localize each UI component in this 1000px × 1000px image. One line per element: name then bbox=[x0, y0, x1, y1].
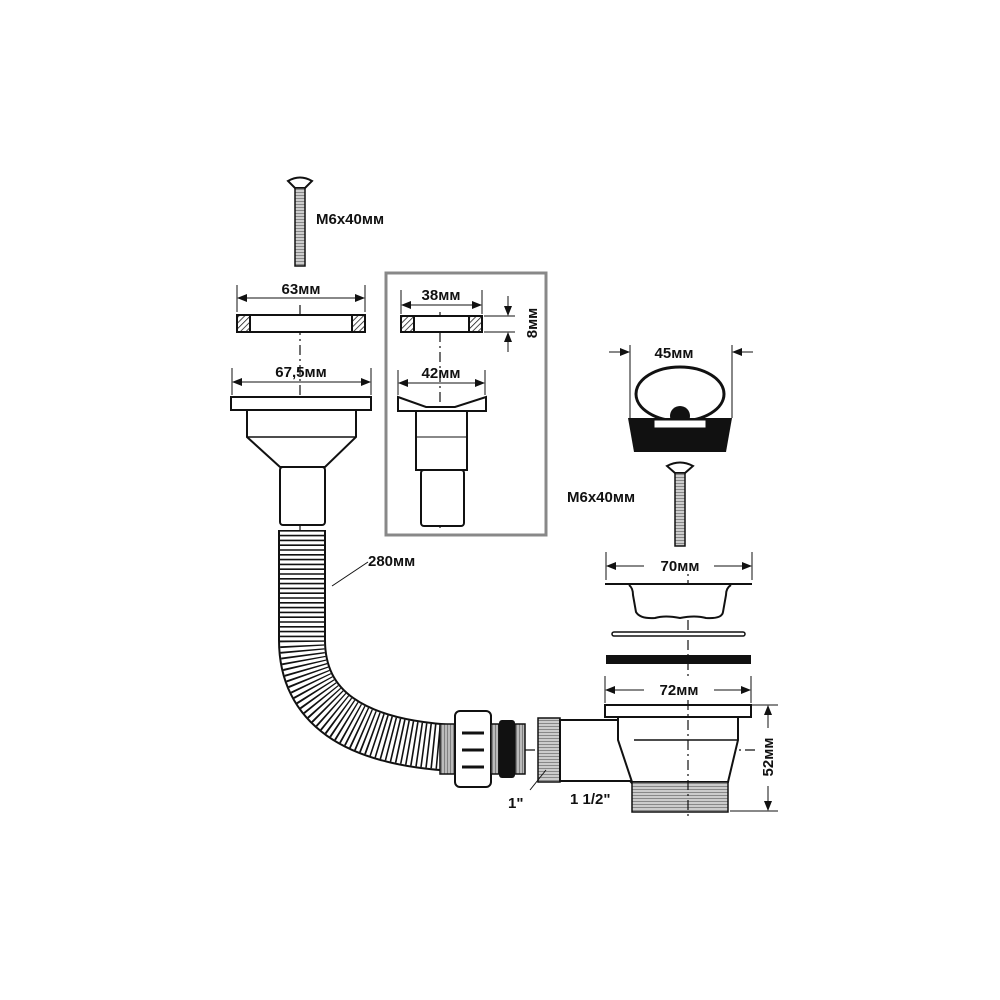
left-flange-label: 67,5мм bbox=[275, 364, 326, 381]
thread-large-label: 1 1/2" bbox=[570, 791, 610, 808]
inset-flange-dimension bbox=[397, 370, 486, 395]
left-screw-label: M6x40мм bbox=[316, 211, 384, 228]
rubber-gasket bbox=[606, 655, 751, 664]
drain-flange-label: 72мм bbox=[660, 682, 699, 699]
plug-dimension bbox=[609, 345, 753, 418]
inset-washer-label: 38мм bbox=[422, 287, 461, 304]
inset-strainer-body bbox=[397, 395, 487, 527]
inset-thickness-label: 8мм bbox=[524, 308, 541, 339]
right-screw bbox=[665, 461, 695, 547]
left-washer-dimension bbox=[236, 285, 366, 312]
plug-label: 45мм bbox=[655, 345, 694, 362]
drain-height-label: 52мм bbox=[760, 738, 777, 777]
inset-flange-label: 42мм bbox=[422, 365, 461, 382]
inset-thickness-dimension bbox=[484, 296, 515, 352]
strainer-basket bbox=[605, 583, 752, 620]
left-strainer-body bbox=[230, 396, 372, 526]
inset-washer-dimension bbox=[400, 290, 483, 314]
corrugated-hose bbox=[278, 530, 457, 772]
hose-length-label: 280мм bbox=[368, 553, 415, 570]
sink-plug bbox=[628, 365, 732, 452]
strainer-label: 70мм bbox=[661, 558, 700, 575]
inset-washer bbox=[400, 315, 483, 333]
thread-small-label: 1" bbox=[508, 795, 523, 812]
left-washer-label: 63мм bbox=[282, 281, 321, 298]
thin-gasket bbox=[611, 631, 746, 637]
hose-leader-line bbox=[331, 561, 369, 587]
left-screw bbox=[286, 176, 314, 267]
right-screw-label: M6x40мм bbox=[567, 489, 635, 506]
thread-small-leader bbox=[529, 769, 547, 791]
union-nut bbox=[439, 710, 526, 788]
inset-frame bbox=[384, 271, 548, 537]
left-flange-dimension bbox=[231, 368, 372, 395]
left-washer bbox=[236, 314, 366, 333]
drain-body bbox=[604, 704, 752, 813]
